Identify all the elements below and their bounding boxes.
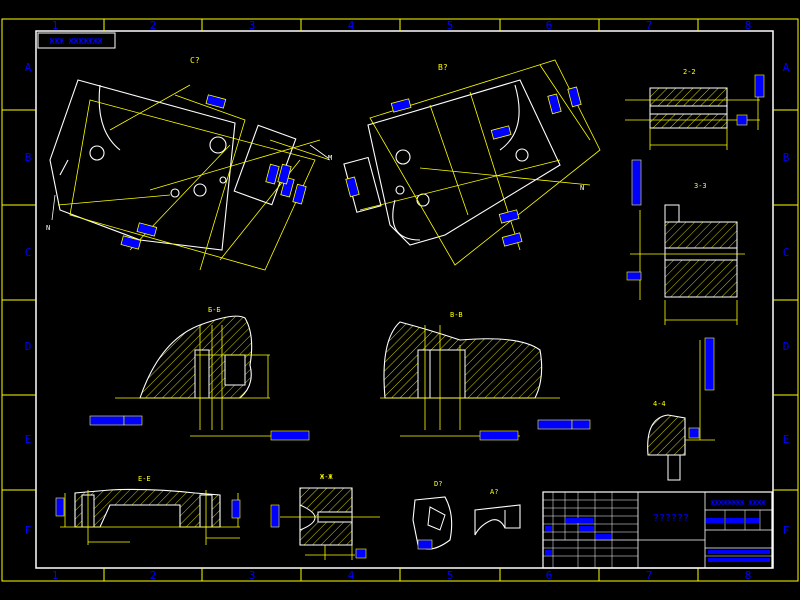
zone-col-3-bottom: 3 <box>249 569 256 582</box>
title-block-center-text: ?????? <box>653 513 689 524</box>
m-mark: M <box>328 154 332 162</box>
section-lower-mid-label: Ж-Ж <box>320 473 333 481</box>
section-upper-right-label: В-В <box>450 311 463 319</box>
section-2-2: 2-2 <box>625 68 765 150</box>
detail-a: A? <box>474 488 521 536</box>
zone-ticks <box>2 19 798 581</box>
zone-row-b-left: B <box>25 151 32 164</box>
n-mark-upper-right: N <box>580 184 584 192</box>
zone-col-4-bottom: 4 <box>348 569 355 582</box>
zone-col-4-top: 4 <box>348 19 355 32</box>
title-block: ?????? ЖЖЖЖЖЖЖЖ ЖЖЖЖ <box>542 491 773 569</box>
zone-col-6-top: 6 <box>546 19 553 32</box>
zone-col-8-top: 8 <box>745 19 752 32</box>
zone-col-7-top: 7 <box>646 19 653 32</box>
zone-col-6-bottom: 6 <box>546 569 553 582</box>
view-c: C? N M <box>46 56 332 271</box>
zone-row-d-right: D <box>783 340 790 353</box>
zone-col-2-bottom: 2 <box>150 569 157 582</box>
title-tag-text: ЖЖЖ ЖЖЖЖЖЖЖ <box>50 37 103 46</box>
section-3-3-label: 3-3 <box>694 182 707 190</box>
detail-d: D? <box>412 480 453 550</box>
zone-row-e-left: E <box>25 433 32 446</box>
detail-a-label: A? <box>490 488 498 496</box>
section-4-4: 4-4 <box>647 337 715 481</box>
zone-col-2-top: 2 <box>150 19 157 32</box>
zone-row-f-right: F <box>783 524 790 537</box>
zone-row-f-left: F <box>25 524 32 537</box>
title-block-right-header: ЖЖЖЖЖЖЖЖ ЖЖЖЖ <box>711 499 767 507</box>
zone-col-5-bottom: 5 <box>447 569 454 582</box>
zone-col-7-bottom: 7 <box>646 569 653 582</box>
zone-row-d-left: D <box>25 340 32 353</box>
zone-col-1-bottom: 1 <box>52 569 59 582</box>
section-lower-left: Е-Е <box>55 475 241 545</box>
view-b-label: B? <box>438 63 448 72</box>
section-upper-right: В-В <box>380 311 591 441</box>
detail-d-label: D? <box>434 480 442 488</box>
section-4-4-label: 4-4 <box>653 400 666 408</box>
zone-row-c-left: C <box>25 246 32 259</box>
section-upper-left: Б-Б <box>89 306 310 441</box>
zone-row-a-left: A <box>25 61 32 74</box>
view-b: B? N <box>343 59 601 266</box>
zone-row-a-right: A <box>783 61 790 74</box>
zone-row-e-right: E <box>783 433 790 446</box>
zone-col-5-top: 5 <box>447 19 454 32</box>
zone-row-b-right: B <box>783 151 790 164</box>
section-lower-left-label: Е-Е <box>138 475 151 483</box>
zone-col-1-top: 1 <box>52 19 59 32</box>
section-lower-mid: Ж-Ж <box>270 473 380 560</box>
section-2-2-label: 2-2 <box>683 68 696 76</box>
zone-col-8-bottom: 8 <box>745 569 752 582</box>
zone-col-3-top: 3 <box>249 19 256 32</box>
section-upper-left-label: Б-Б <box>208 306 221 314</box>
zone-row-c-right: C <box>783 246 790 259</box>
n-mark-left: N <box>46 224 50 232</box>
title-tag: ЖЖЖ ЖЖЖЖЖЖЖ <box>37 32 116 49</box>
view-c-label: C? <box>190 56 200 65</box>
section-3-3: 3-3 <box>626 159 745 325</box>
